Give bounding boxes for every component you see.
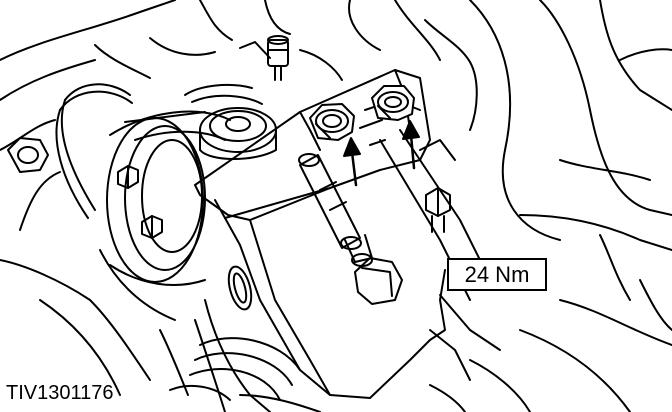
tensioner-rod: [298, 153, 373, 267]
mounting-bracket: [159, 69, 446, 412]
large-hex-nut: [354, 257, 403, 305]
upper-bolt: [267, 35, 289, 81]
idler-pulley: [184, 83, 277, 160]
pulley-bolts: [117, 165, 163, 239]
torque-callout: 24 Nm: [447, 258, 547, 291]
figure-reference-code: TIV1301176: [6, 382, 114, 404]
tensioner-pulley: [106, 110, 231, 286]
bracket-slot: [227, 265, 253, 311]
side-bolt: [425, 187, 451, 233]
target-bolt-left: [309, 103, 355, 141]
pointer-arrows: [343, 120, 420, 187]
drive-belt: [55, 83, 176, 321]
left-edge-bolt: [7, 137, 49, 173]
lower-pulley: [169, 337, 321, 412]
target-bolt-right: [371, 85, 415, 121]
